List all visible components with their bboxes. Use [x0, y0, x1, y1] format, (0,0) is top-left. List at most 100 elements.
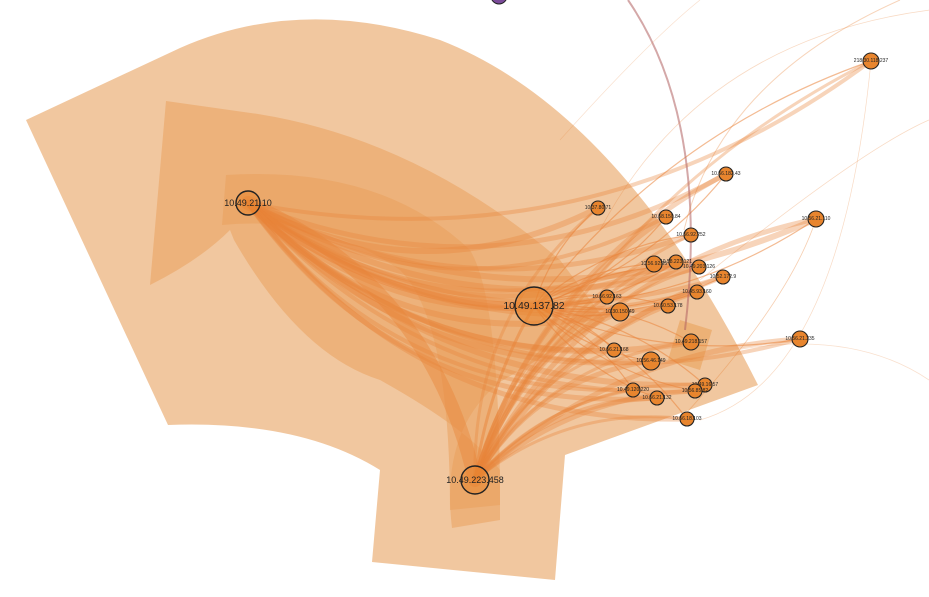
edge	[627, 0, 692, 331]
node-label: 10.49.16.57	[692, 382, 719, 388]
node-label: 10.60.53.178	[653, 303, 682, 309]
graph-node: 10.49.137.82	[503, 286, 565, 326]
node-circle	[687, 383, 703, 399]
node-label: 10.56.182.43	[711, 171, 740, 177]
edge	[533, 305, 706, 386]
node-label: 10.56.46.149	[636, 358, 665, 364]
graph-node: 10.56.21.110	[802, 210, 831, 228]
node-label: 10.49.203.126	[683, 264, 715, 270]
graph-node: 10.56.85.82	[682, 383, 709, 399]
graph-node: 10.30.150.49	[605, 302, 635, 322]
node-label: 10.52.172.9	[710, 274, 737, 280]
graph-node: 10.45.93.160	[682, 284, 712, 300]
edge	[533, 305, 696, 392]
node-label: 10.56.21.110	[802, 216, 831, 222]
edge	[559, 0, 701, 141]
node-circle	[645, 255, 663, 273]
node-label: 10.49.137.82	[503, 300, 564, 312]
node-label: 10.56.21.132	[642, 395, 671, 401]
graph-node: 10.58.223.121	[660, 254, 692, 270]
node-label: 10.56.92.252	[676, 232, 705, 238]
edge	[246, 201, 697, 394]
edge	[245, 200, 690, 422]
node-label: 10.49.218.157	[675, 339, 707, 345]
node-label: 10.49.120.220	[617, 387, 649, 393]
graph-node: 10.60.53.178	[653, 298, 683, 314]
node-label: 10.56.92.95	[641, 261, 668, 267]
edge	[246, 201, 670, 318]
edge	[699, 119, 929, 281]
node-circle	[862, 52, 880, 70]
graph-node: 10.49.218.157	[675, 333, 707, 351]
node-label: 10.56.85.82	[682, 388, 709, 394]
node-label: 10.49.21.10	[224, 198, 272, 208]
edge	[245, 200, 694, 272]
edge	[246, 201, 668, 271]
edge	[473, 59, 873, 482]
node-circle	[606, 342, 622, 358]
edge	[473, 388, 635, 482]
edge	[245, 200, 679, 299]
graph-node: 10.56.92.163	[592, 289, 622, 305]
graph-node: 10.56.21.235	[785, 330, 815, 348]
node-label: 10.58.223.121	[660, 259, 692, 265]
inner-band-arc	[222, 173, 500, 510]
edge	[473, 265, 701, 482]
edge	[245, 200, 702, 293]
edge	[472, 388, 698, 483]
node-layer: 10.49.21.10 10.49.137.82 10.49.223.458 218.…	[224, 52, 889, 495]
edge	[472, 289, 700, 483]
node-circle	[599, 289, 615, 305]
edge	[245, 200, 819, 283]
edge	[245, 200, 660, 402]
edge	[533, 60, 872, 307]
edge	[473, 415, 689, 482]
node-label: 10.56.21.168	[599, 347, 628, 353]
edge	[246, 201, 725, 305]
edge	[473, 262, 656, 482]
node-circle	[460, 465, 490, 495]
edge-layer	[241, 0, 929, 487]
edge	[246, 201, 635, 393]
graph-node: 10.49.223.458	[446, 465, 504, 495]
node-circle	[683, 227, 699, 243]
node-circle	[791, 330, 809, 348]
node-label: 10.56.18.103	[672, 416, 701, 422]
node-label: 218.30.118.237	[854, 58, 889, 64]
node-circle	[590, 200, 606, 216]
node-circle	[682, 333, 700, 351]
graph-node: 10.56.21.168	[599, 342, 629, 358]
edge	[245, 171, 729, 250]
graph-node: 10.49.203.126	[683, 259, 715, 275]
edge	[244, 199, 538, 310]
edge	[472, 171, 729, 483]
node-circle	[235, 190, 261, 216]
edge	[472, 358, 654, 483]
edge	[533, 234, 692, 307]
edge	[246, 59, 873, 221]
node-label: 10.37.80.71	[585, 205, 612, 211]
edge	[245, 200, 601, 254]
node-circle	[660, 298, 676, 314]
partial-node-top	[491, 0, 507, 5]
edge	[241, 196, 482, 487]
edge	[245, 200, 654, 366]
node-label: 10.49.223.458	[446, 475, 504, 485]
node-circle	[718, 166, 734, 182]
node-circle	[715, 269, 731, 285]
edge	[473, 340, 693, 482]
edge	[472, 395, 660, 483]
graph-node: 218.30.118.237	[854, 52, 889, 70]
node-label: 10.58.150.84	[651, 214, 680, 220]
edge	[472, 309, 623, 483]
node-circle	[514, 286, 554, 326]
edge	[473, 348, 616, 482]
node-label: 10.45.93.160	[682, 289, 711, 295]
node-label: 10.56.92.163	[592, 294, 621, 300]
edge	[472, 214, 669, 483]
edge	[473, 295, 609, 482]
edge	[245, 200, 700, 314]
graph-node: 10.56.46.149	[636, 351, 666, 371]
edge	[473, 304, 536, 482]
edge	[683, 0, 901, 231]
